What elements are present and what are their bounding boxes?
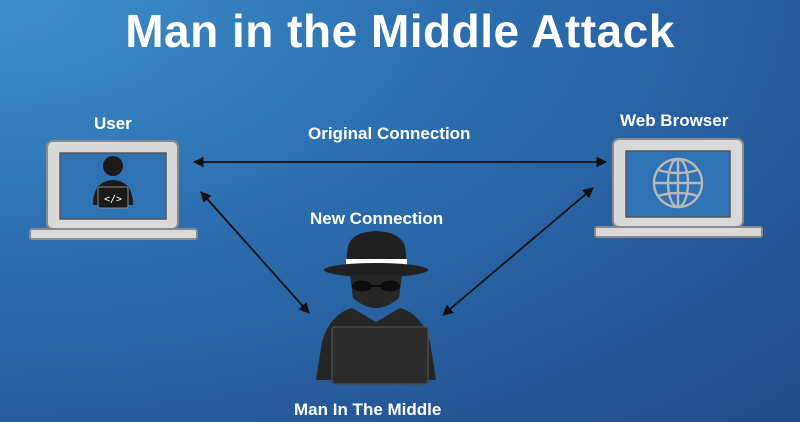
attacker-to-browser-arrow — [442, 187, 594, 316]
user-label: User — [94, 114, 132, 133]
web-browser-label: Web Browser — [620, 111, 729, 130]
man-in-the-middle-label: Man In The Middle — [294, 400, 442, 419]
hooded-spy-icon — [316, 231, 436, 385]
page-title: Man in the Middle Attack — [125, 5, 675, 57]
globe-icon — [652, 157, 704, 209]
new-connection-label: New Connection — [310, 209, 444, 228]
hacker-icon: </> — [93, 156, 133, 209]
original-connection-label: Original Connection — [308, 124, 471, 143]
web-browser-laptop-icon — [594, 138, 763, 238]
user-laptop-icon: </> — [29, 140, 198, 240]
svg-text:</>: </> — [104, 194, 122, 205]
user-to-attacker-arrow — [200, 191, 310, 314]
